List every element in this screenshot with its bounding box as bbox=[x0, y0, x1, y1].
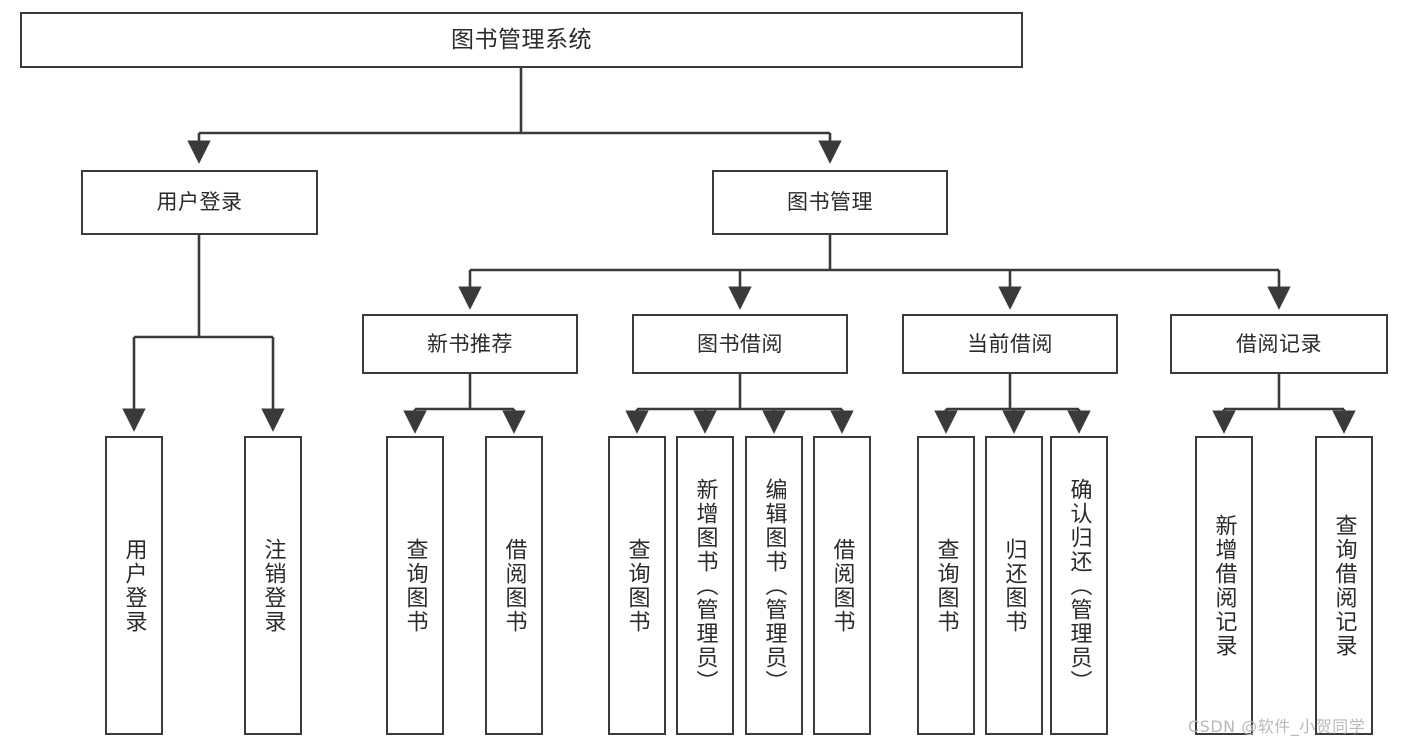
leaf-query-borrow-record[interactable]: 查询借阅记录 bbox=[1315, 436, 1373, 735]
node-label: 查询图书 bbox=[624, 537, 650, 634]
leaf-return-book[interactable]: 归还图书 bbox=[985, 436, 1043, 735]
leaf-logout-login[interactable]: 注销登录 bbox=[244, 436, 302, 735]
node-label: 新书推荐 bbox=[427, 331, 513, 356]
leaf-confirm-return-admin[interactable]: 确认归还（管理员） bbox=[1050, 436, 1108, 735]
node-label: 查询图书 bbox=[402, 537, 428, 634]
node-label: 归还图书 bbox=[1001, 537, 1027, 634]
leaf-query-book-recommend[interactable]: 查询图书 bbox=[386, 436, 444, 735]
node-label: 用户登录 bbox=[156, 190, 243, 215]
node-label: 图书借阅 bbox=[697, 331, 783, 356]
node-label: 注销登录 bbox=[260, 537, 286, 634]
node-label: 确认归还（管理员） bbox=[1066, 477, 1092, 694]
node-current-borrow[interactable]: 当前借阅 bbox=[902, 314, 1118, 374]
leaf-borrow-book[interactable]: 借阅图书 bbox=[813, 436, 871, 735]
leaf-query-book-borrow[interactable]: 查询图书 bbox=[608, 436, 666, 735]
node-book-borrow[interactable]: 图书借阅 bbox=[632, 314, 848, 374]
node-label: 借阅图书 bbox=[501, 537, 527, 634]
leaf-add-borrow-record[interactable]: 新增借阅记录 bbox=[1195, 436, 1253, 735]
leaf-user-login[interactable]: 用户登录 bbox=[105, 436, 163, 735]
node-user-login[interactable]: 用户登录 bbox=[81, 170, 318, 235]
node-label: 编辑图书（管理员） bbox=[761, 477, 787, 694]
node-label: 新增图书（管理员） bbox=[692, 477, 718, 694]
node-new-book-recommend[interactable]: 新书推荐 bbox=[362, 314, 578, 374]
node-root-system[interactable]: 图书管理系统 bbox=[20, 12, 1023, 68]
node-label: 借阅记录 bbox=[1236, 331, 1322, 356]
watermark-text: CSDN @软件_小贺同学 bbox=[1188, 717, 1366, 736]
leaf-borrow-book-recommend[interactable]: 借阅图书 bbox=[485, 436, 543, 735]
node-label: 查询图书 bbox=[933, 537, 959, 634]
leaf-add-book-admin[interactable]: 新增图书（管理员） bbox=[676, 436, 734, 735]
node-book-manage[interactable]: 图书管理 bbox=[712, 170, 948, 235]
node-borrow-record[interactable]: 借阅记录 bbox=[1170, 314, 1388, 374]
leaf-edit-book-admin[interactable]: 编辑图书（管理员） bbox=[745, 436, 803, 735]
node-label: 新增借阅记录 bbox=[1211, 513, 1237, 658]
node-label: 借阅图书 bbox=[829, 537, 855, 634]
node-label: 当前借阅 bbox=[967, 331, 1053, 356]
node-label: 查询借阅记录 bbox=[1331, 513, 1357, 658]
node-label: 用户登录 bbox=[121, 537, 147, 634]
node-label: 图书管理系统 bbox=[451, 26, 592, 53]
node-label: 图书管理 bbox=[787, 190, 873, 215]
leaf-query-book-current[interactable]: 查询图书 bbox=[917, 436, 975, 735]
